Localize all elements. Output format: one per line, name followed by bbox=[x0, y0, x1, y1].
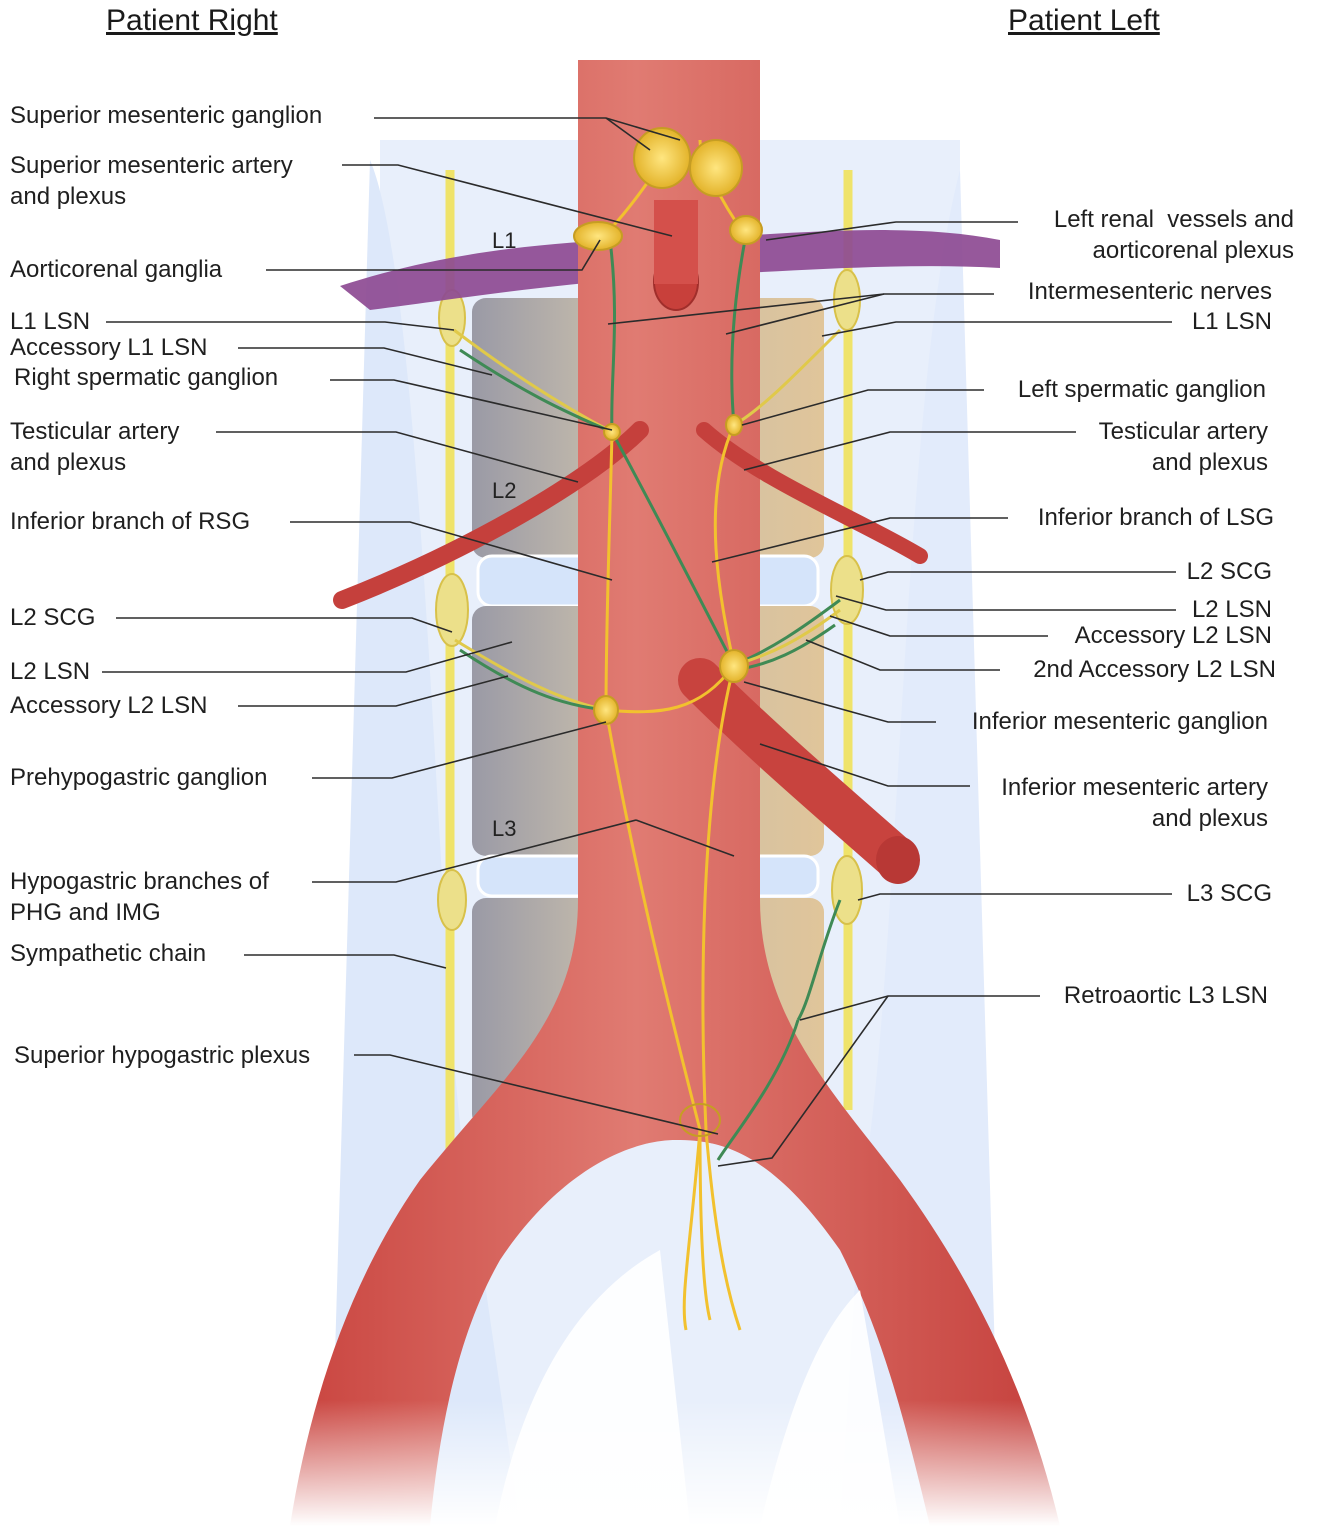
label-prehypogastric-ganglion: Prehypogastric ganglion bbox=[10, 762, 268, 793]
label-left-renal-vessels: Left renal vessels and aorticorenal plex… bbox=[1054, 204, 1294, 266]
vertebra-label-l3: L3 bbox=[492, 816, 516, 842]
label-inferior-mesenteric-artery: Inferior mesenteric artery and plexus bbox=[1001, 772, 1268, 834]
label-l2-scg-left: L2 SCG bbox=[1187, 556, 1272, 587]
label-l1-lsn-left: L1 LSN bbox=[1192, 306, 1272, 337]
label-superior-mesenteric-artery: Superior mesenteric artery and plexus bbox=[10, 150, 293, 212]
label-l2-lsn-right: L2 LSN bbox=[10, 656, 90, 687]
label-2nd-accessory-l2-lsn: 2nd Accessory L2 LSN bbox=[1033, 654, 1276, 685]
label-inferior-branch-rsg: Inferior branch of RSG bbox=[10, 506, 250, 537]
label-accessory-l2-lsn-left: Accessory L2 LSN bbox=[1075, 620, 1272, 651]
label-superior-hypogastric-plexus: Superior hypogastric plexus bbox=[14, 1040, 310, 1071]
label-accessory-l2-lsn-right: Accessory L2 LSN bbox=[10, 690, 207, 721]
label-sympathetic-chain: Sympathetic chain bbox=[10, 938, 206, 969]
label-aorticorenal-ganglia: Aorticorenal ganglia bbox=[10, 254, 222, 285]
patient-right-heading: Patient Right bbox=[106, 4, 278, 38]
label-hypogastric-branches: Hypogastric branches of PHG and IMG bbox=[10, 866, 269, 928]
label-retroaortic-l3-lsn: Retroaortic L3 LSN bbox=[1064, 980, 1268, 1011]
label-right-spermatic-ganglion: Right spermatic ganglion bbox=[14, 362, 278, 393]
label-testicular-artery-left: Testicular artery and plexus bbox=[1099, 416, 1268, 478]
patient-left-heading: Patient Left bbox=[1008, 4, 1160, 38]
label-intermesenteric-nerves: Intermesenteric nerves bbox=[1028, 276, 1272, 307]
label-inferior-mesenteric-ganglion: Inferior mesenteric ganglion bbox=[972, 706, 1268, 737]
label-accessory-l1-lsn: Accessory L1 LSN bbox=[10, 332, 207, 363]
label-testicular-artery-right: Testicular artery and plexus bbox=[10, 416, 179, 478]
bottom-fade bbox=[0, 1400, 1318, 1526]
label-l3-scg: L3 SCG bbox=[1187, 878, 1272, 909]
label-left-spermatic-ganglion: Left spermatic ganglion bbox=[1018, 374, 1266, 405]
label-l2-scg-right: L2 SCG bbox=[10, 602, 95, 633]
vertebra-label-l1: L1 bbox=[492, 228, 516, 254]
label-superior-mesenteric-ganglion: Superior mesenteric ganglion bbox=[10, 100, 322, 131]
vertebra-label-l2: L2 bbox=[492, 478, 516, 504]
label-inferior-branch-lsg: Inferior branch of LSG bbox=[1038, 502, 1274, 533]
